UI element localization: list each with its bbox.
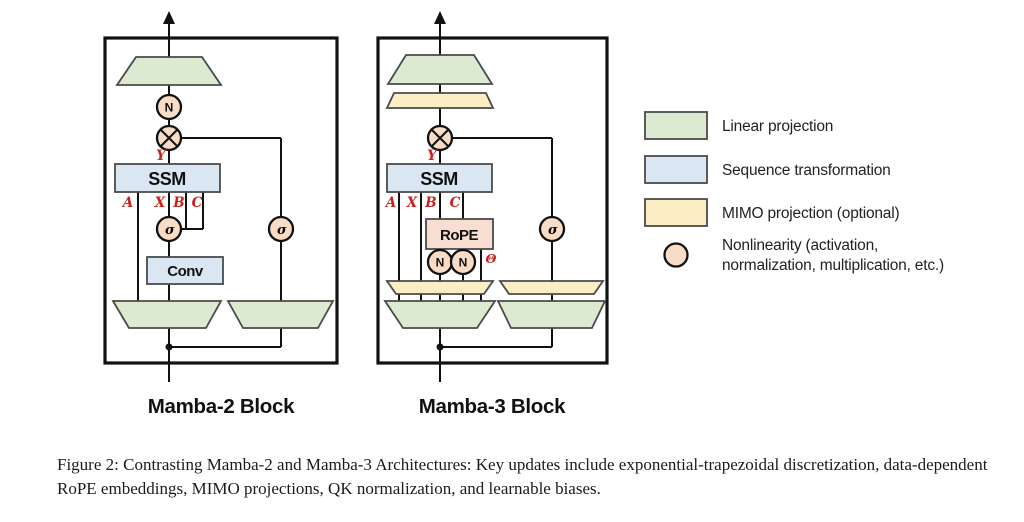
legend-label-nonlinearity-line1: Nonlinearity (activation, <box>722 237 878 254</box>
a-annotation: A <box>384 195 396 211</box>
input-projection-trapezoid <box>111 300 223 329</box>
legend: Linear projection Sequence transformatio… <box>644 111 944 274</box>
y-annotation: Y <box>156 148 167 164</box>
legend-label-mimo: MIMO projection (optional) <box>722 205 899 222</box>
output-arrow-icon <box>434 11 446 24</box>
x-annotation: X <box>406 195 418 211</box>
ssm-box <box>114 163 221 193</box>
b-annotation: B <box>172 195 184 211</box>
mamba2-title: Mamba-2 Block <box>148 395 295 418</box>
legend-swatch-nonlinearity <box>663 242 689 268</box>
conv-box <box>146 256 224 285</box>
mamba3-block: Y SSM A X B C RoPE N N Θ σ <box>376 11 609 382</box>
junction-dot <box>165 343 173 351</box>
legend-label-sequence: Sequence transformation <box>722 162 891 179</box>
legend-swatch-linear <box>644 111 708 140</box>
figure-caption: Figure 2: Contrasting Mamba-2 and Mamba-… <box>57 455 988 498</box>
mamba2-block: N Y SSM A X B C σ σ Conv <box>103 11 339 382</box>
mamba3-outer-box <box>376 36 609 365</box>
b-annotation: B <box>424 195 436 211</box>
mimo-input-trapezoid <box>385 280 495 295</box>
theta-annotation: Θ <box>486 251 497 266</box>
qk-norm-node-b-label: N <box>436 256 445 270</box>
c-annotation: C <box>450 195 461 211</box>
legend-swatch-mimo <box>644 198 708 227</box>
legend-swatch-sequence <box>644 155 708 184</box>
output-projection-trapezoid <box>115 56 223 86</box>
activation-node-label: σ <box>165 223 175 238</box>
legend-label-linear: Linear projection <box>722 118 833 135</box>
qk-norm-node-c-label: N <box>459 256 468 270</box>
rope-box-label: RoPE <box>440 227 479 244</box>
architecture-diagram: N Y SSM A X B C σ σ Conv <box>103 11 944 418</box>
mimo-gate-trapezoid <box>498 280 605 295</box>
input-projection-trapezoid <box>383 300 497 329</box>
ssm-box-label: SSM <box>148 169 186 189</box>
c-annotation: C <box>192 195 203 211</box>
mamba2-connector-lines <box>137 22 282 382</box>
gate-activation-node-label: σ <box>548 223 558 238</box>
conv-box-label: Conv <box>167 263 204 280</box>
mamba3-connector-lines <box>398 22 553 382</box>
junction-dot <box>436 343 444 351</box>
multiply-icon <box>426 124 454 152</box>
ssm-box-label: SSM <box>420 169 458 189</box>
gate-activation-node <box>538 215 566 243</box>
multiply-icon <box>155 124 183 152</box>
mamba3-title: Mamba-3 Block <box>419 395 566 418</box>
ssm-box <box>386 163 493 193</box>
gate-activation-node <box>267 215 295 243</box>
output-projection-trapezoid <box>386 54 494 85</box>
x-annotation: X <box>154 195 166 211</box>
a-annotation: A <box>121 195 133 211</box>
gate-activation-node-label: σ <box>277 223 287 238</box>
gate-projection-trapezoid <box>226 300 335 329</box>
norm-node <box>155 93 183 121</box>
mimo-output-trapezoid <box>385 92 495 109</box>
y-annotation: Y <box>427 148 438 164</box>
rope-box <box>425 218 494 250</box>
norm-node-label: N <box>165 101 174 115</box>
output-arrow-icon <box>163 11 175 24</box>
qk-norm-node-c <box>449 248 477 276</box>
gate-projection-trapezoid <box>496 300 607 329</box>
legend-label-nonlinearity-line2: normalization, multiplication, etc.) <box>722 257 944 274</box>
mamba2-outer-box <box>103 36 339 365</box>
activation-node <box>155 215 183 243</box>
